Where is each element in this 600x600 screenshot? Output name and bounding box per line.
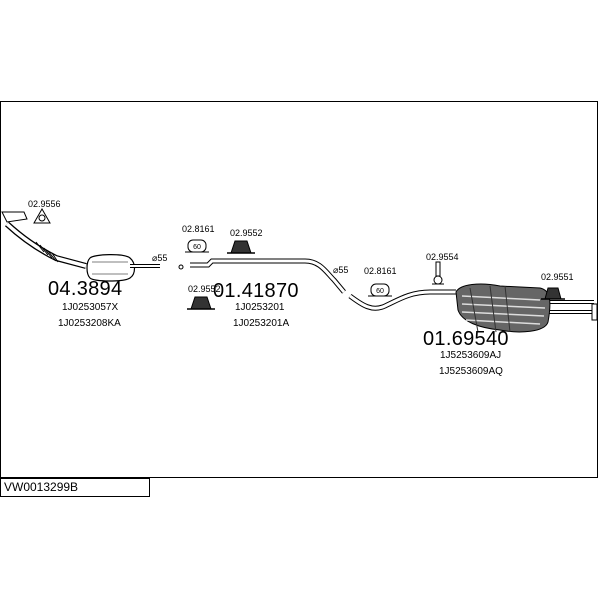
svg-text:60: 60 [376,288,384,295]
middle-oem-2: 1J0253201A [233,318,290,329]
rear-oem-1: 1J5253609AJ [440,350,502,361]
accessory-label: 02.8161 [364,266,397,276]
rubber-hanger-icon [227,240,255,254]
accessory-label: 02.9556 [28,199,61,209]
clamp-icon: 60 [185,239,209,253]
diameter-label: ⌀55 [152,253,168,263]
clamp-icon: 60 [368,283,392,297]
accessory-label: 02.9552 [188,284,221,294]
accessory-label: 02.9552 [230,228,263,238]
middle-oem-1: 1J0253201 [235,302,285,313]
front-oem-1: 1J0253057X [62,302,119,313]
svg-text:60: 60 [193,244,201,251]
diameter-label: ⌀55 [333,265,349,275]
rear-oem-2: 1J5253609AQ [439,366,503,377]
flex-section [35,241,59,263]
model-code: VW0013299B [4,480,79,494]
front-part-number: 04.3894 [48,278,123,300]
rubber-hanger-icon [187,296,215,310]
rear-silencer [455,283,551,333]
diagram-frame [0,101,598,478]
accessory-label: 02.9551 [541,272,574,282]
middle-part-number: 01.41870 [213,280,299,302]
gasket-icon [33,207,51,224]
joint-marker [178,264,184,270]
accessory-label: 02.9554 [426,252,459,262]
rubber-hanger-icon [541,287,565,300]
middle-pipe-drawing [190,258,346,294]
hanger-bracket-icon [432,261,444,285]
front-pipe-drawing [1,211,160,282]
rear-part-number: 01.69540 [423,328,509,350]
accessory-label: 02.8161 [182,224,215,234]
front-oem-2: 1J0253208KA [58,318,121,329]
tailpipe-end [591,303,598,321]
model-code-box: VW0013299B [0,478,150,497]
